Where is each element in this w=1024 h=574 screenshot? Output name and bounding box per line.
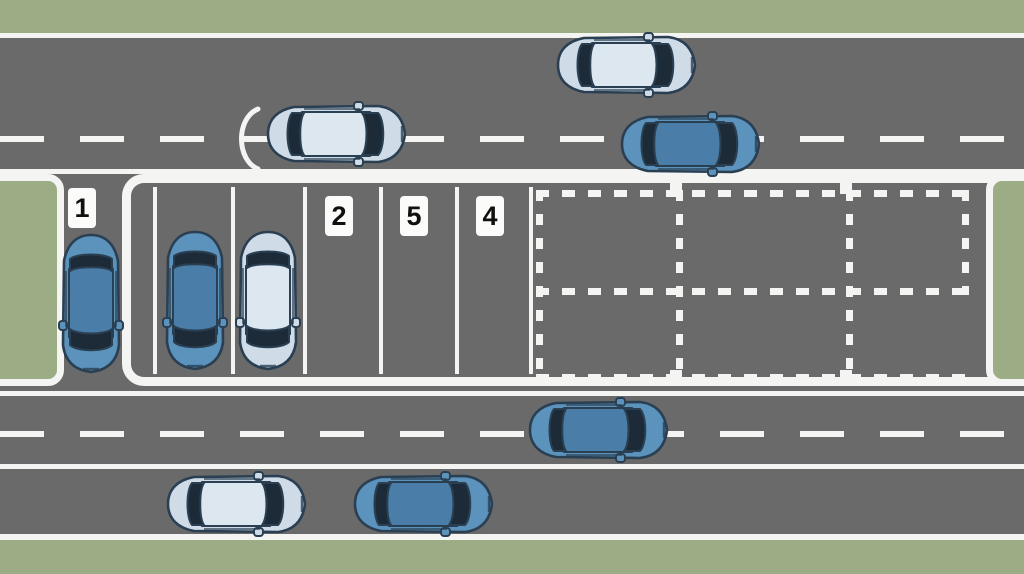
upper-roadway bbox=[0, 38, 1024, 169]
dashed-grid-cap-3 bbox=[670, 370, 682, 382]
dashed-grid-cap-4 bbox=[840, 370, 852, 382]
road-edge-line-bottom bbox=[0, 534, 1024, 540]
road-edge-line-top bbox=[0, 33, 1024, 38]
right-green-island bbox=[986, 174, 1024, 386]
dashed-grid-v-4 bbox=[962, 190, 969, 295]
stall-number-badge-1[interactable]: 1 bbox=[68, 188, 96, 228]
stall-number-badge-4[interactable]: 4 bbox=[476, 196, 504, 236]
car-lane-blue[interactable] bbox=[612, 110, 764, 178]
dashed-grid-v-1 bbox=[536, 190, 543, 381]
stall-divider-2 bbox=[231, 187, 235, 374]
car-parked-blue-2[interactable] bbox=[161, 222, 229, 374]
dashed-grid-v-3 bbox=[846, 190, 853, 381]
car-bottom-blue-1[interactable] bbox=[520, 396, 672, 464]
dashed-grid-h-bottom bbox=[536, 374, 966, 381]
car-lane-light[interactable] bbox=[258, 100, 410, 168]
dashed-grid-cap-2 bbox=[840, 182, 852, 194]
solid-line-lower-upper bbox=[0, 391, 1024, 396]
car-bottom-blue-2[interactable] bbox=[345, 470, 497, 538]
stall-divider-1 bbox=[153, 187, 157, 374]
dashed-grid-h-top bbox=[536, 190, 966, 197]
stall-divider-3 bbox=[303, 187, 307, 374]
lane-divider-dashed-bottom bbox=[0, 431, 1024, 437]
dashed-grid-h-middle bbox=[536, 288, 966, 295]
left-green-island bbox=[0, 174, 64, 386]
stall-number-badge-2[interactable]: 2 bbox=[325, 196, 353, 236]
solid-line-lower-lower bbox=[0, 464, 1024, 469]
car-parked-blue-1[interactable] bbox=[57, 225, 125, 377]
lane-divider-dashed-top bbox=[0, 136, 1024, 142]
car-parked-light-1[interactable] bbox=[234, 222, 302, 374]
grass-verge-top bbox=[0, 0, 1024, 33]
turn-guide-arc bbox=[228, 106, 268, 172]
dashed-grid-cap-1 bbox=[670, 182, 682, 194]
parking-bay-outline bbox=[122, 174, 1012, 386]
stall-divider-4 bbox=[379, 187, 383, 374]
stall-number-badge-5[interactable]: 5 bbox=[400, 196, 428, 236]
car-top-light[interactable] bbox=[548, 31, 700, 99]
stall-divider-6 bbox=[529, 187, 533, 374]
dashed-grid-v-2 bbox=[676, 190, 683, 381]
car-bottom-light[interactable] bbox=[158, 470, 310, 538]
grass-verge-bottom bbox=[0, 540, 1024, 574]
stall-divider-5 bbox=[455, 187, 459, 374]
solid-line-upper bbox=[0, 169, 1024, 174]
